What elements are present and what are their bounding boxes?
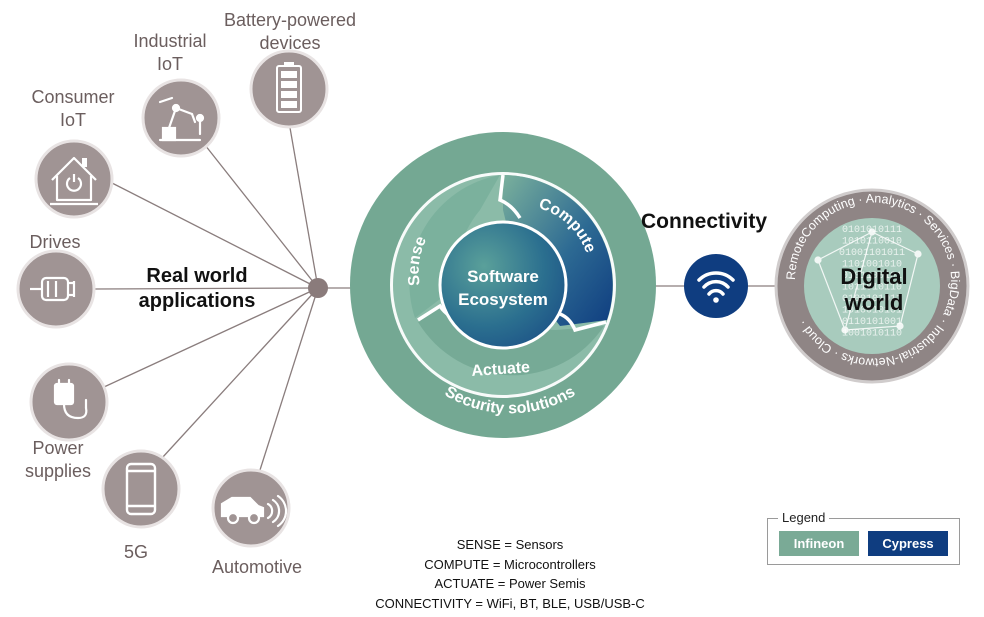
battery-app-circle (249, 49, 329, 129)
glossary: SENSE = Sensors COMPUTE = Microcontrolle… (330, 535, 690, 613)
software-core (438, 220, 568, 350)
industrial-label-line1: Industrial (133, 31, 207, 51)
glossary-sense: SENSE = Sensors (456, 537, 564, 552)
consumer-label-line2: IoT (59, 110, 86, 130)
power-label-line2: supplies (24, 461, 92, 481)
consumer-label: Consumer IoT (13, 86, 133, 132)
battery-label: Battery-powered devices (210, 9, 370, 55)
core-label-line2: Ecosystem (458, 290, 548, 309)
industrial-app-circle (141, 78, 221, 158)
binary-row: 0100101011 (842, 294, 902, 305)
central-platform: Software Ecosystem Sense Compute Actuate… (350, 132, 656, 438)
line-industrial (204, 144, 319, 289)
power-label-line1: Power (32, 438, 84, 458)
legend-title: Legend (778, 510, 830, 525)
line-consumer (111, 182, 319, 289)
binary-row: 1101001010 (842, 260, 902, 271)
battery-icon (276, 62, 302, 113)
industrial-label: Industrial IoT (110, 30, 230, 76)
binary-row: 1011010110 (842, 283, 902, 294)
smart-home-icon (50, 156, 98, 206)
binary-row: 01001101011 (839, 248, 905, 259)
line-5g (161, 287, 319, 459)
robot-arm-icon (158, 96, 205, 142)
battery-label-line1: Battery-powered (223, 10, 357, 30)
compute-segment (503, 175, 613, 326)
drives-label-line1: Drives (29, 232, 81, 252)
glossary-compute: COMPUTE = Microcontrollers (424, 556, 596, 572)
industrial-label-line2: IoT (156, 54, 183, 74)
smartphone-icon (125, 462, 157, 516)
motor-icon (30, 276, 76, 302)
power-app-circle (29, 362, 109, 442)
automotive-label-line1: Automotive (211, 557, 303, 577)
drives-label: Drives (0, 231, 110, 254)
wifi-icon (697, 271, 735, 303)
binary-row: 0110101001 (842, 317, 902, 328)
car-sensor-icon (220, 494, 288, 528)
real-world-line2: applications (138, 290, 256, 312)
line-automotive (259, 287, 319, 471)
drives-app-circle (16, 249, 96, 329)
actuate-label: Actuate (471, 359, 531, 380)
line-battery (288, 121, 319, 289)
fiveg-label-line1: 5G (123, 542, 148, 562)
digital-title-line1: Digital (840, 264, 907, 289)
legend: Legend Infineon Cypress (767, 510, 960, 565)
digital-world: 0101010111101011001001001101011110100101… (774, 188, 970, 384)
automotive-app-circle (211, 468, 291, 548)
hub-dot (308, 278, 328, 298)
real-world-line1: Real world (146, 265, 248, 287)
glossary-actuate: ACTUATE = Power Semis (434, 576, 586, 591)
automotive-label: Automotive (192, 556, 322, 579)
wifi-circle (684, 254, 748, 318)
legend-infineon: Infineon (779, 531, 859, 556)
consumer-label-line1: Consumer (31, 87, 115, 107)
power-label: Power supplies (0, 437, 116, 483)
line-power (103, 287, 319, 388)
binary-row: 0101100101 (842, 271, 902, 282)
5g-app-circle (101, 449, 181, 529)
network-lines (814, 228, 922, 334)
connector-lines (94, 121, 779, 471)
charger-plug-icon (53, 378, 88, 420)
battery-label-line2: devices (259, 33, 321, 53)
core-label-line1: Software (467, 267, 539, 286)
digital-inner-disc (804, 218, 940, 354)
consumer-app-circle (34, 139, 114, 219)
binary-row: 1010010101 (842, 306, 902, 317)
digital-title-line2: world (844, 290, 904, 315)
real-world-label: Real world applications (112, 264, 282, 314)
line-drives (94, 287, 319, 290)
connectivity-title: Connectivity (641, 210, 768, 233)
binary-row: 1010110010 (842, 237, 902, 248)
glossary-connectivity: CONNECTIVITY = WiFi, BT, BLE, USB/USB-C (375, 595, 645, 611)
fiveg-label: 5G (101, 541, 171, 564)
legend-cypress: Cypress (868, 531, 948, 556)
binary-row: 1001010110 (842, 329, 902, 340)
